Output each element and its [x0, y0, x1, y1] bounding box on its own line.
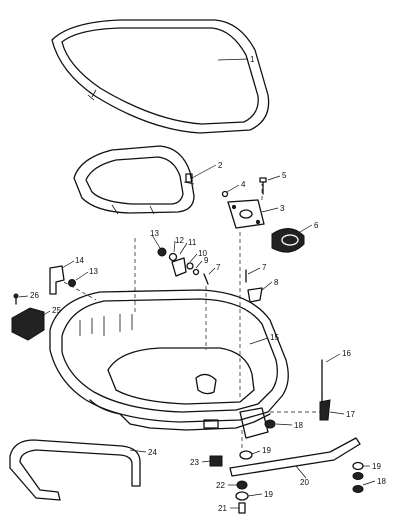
callout-labels: 1 2 3 4 5 6 7 7 8 9 10 11 12 13 13 14 15… — [30, 55, 386, 513]
part-13-nut — [68, 279, 76, 287]
part-4-screw — [221, 190, 229, 198]
part-17-lever — [319, 399, 331, 421]
part-1-top-seal — [51, 19, 270, 134]
callout-13b: 13 — [89, 267, 98, 276]
callout-15: 15 — [270, 333, 279, 342]
callout-18: 18 — [294, 421, 303, 430]
callout-16: 16 — [342, 349, 351, 358]
part-3-bracket — [227, 199, 265, 229]
callout-2: 2 — [218, 161, 223, 170]
part-14-hook — [49, 265, 65, 295]
callout-8: 8 — [274, 278, 279, 287]
callout-5: 5 — [282, 171, 287, 180]
leader-lines — [18, 58, 376, 509]
callout-7: 7 — [216, 263, 221, 272]
callout-6: 6 — [314, 221, 319, 230]
callout-19: 19 — [262, 446, 271, 455]
callout-11: 11 — [188, 238, 197, 247]
callout-23: 23 — [190, 458, 199, 467]
part-2-frame — [73, 145, 195, 215]
callout-12: 12 — [175, 236, 184, 245]
callout-17: 17 — [346, 410, 355, 419]
part-15-lower-cowl — [49, 289, 289, 439]
callout-13: 13 — [150, 229, 159, 238]
part-24-handle — [9, 439, 141, 501]
callout-21: 21 — [218, 504, 227, 513]
part-20-rod — [229, 437, 361, 477]
callout-20: 20 — [300, 478, 309, 487]
small-hardware-lower — [209, 450, 364, 514]
callout-10: 10 — [198, 249, 207, 258]
part-25-box — [11, 307, 45, 341]
callout-9: 9 — [204, 256, 209, 265]
callout-26: 26 — [30, 291, 39, 300]
callout-19c: 19 — [372, 462, 381, 471]
part-26-screw — [13, 293, 19, 305]
callout-4: 4 — [241, 180, 246, 189]
callout-1: 1 — [250, 55, 255, 64]
callout-19b: 19 — [264, 490, 273, 499]
assembly-lines — [63, 184, 320, 450]
callout-7b: 7 — [262, 263, 267, 272]
part-18-nut — [264, 419, 276, 429]
callout-24: 24 — [148, 448, 157, 457]
part-5-bolt — [259, 177, 267, 195]
callout-18b: 18 — [377, 477, 386, 486]
hardware-cluster — [157, 247, 209, 285]
callout-25: 25 — [52, 306, 61, 315]
callout-3: 3 — [280, 204, 285, 213]
part-6-plug — [271, 228, 305, 253]
callout-22: 22 — [216, 481, 225, 490]
part-8-clip — [247, 287, 263, 303]
callout-14: 14 — [75, 256, 84, 265]
